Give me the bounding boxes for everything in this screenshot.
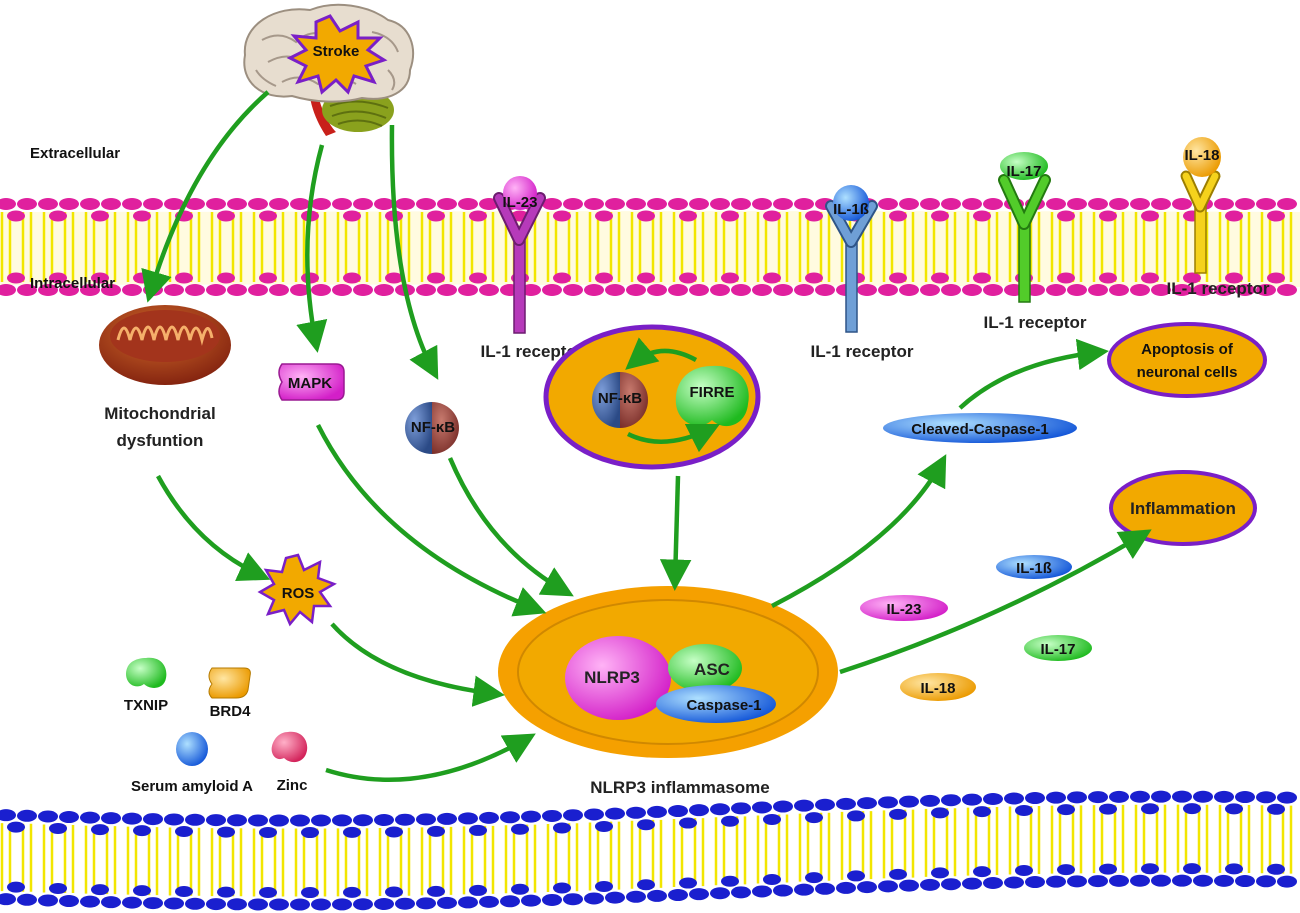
txnip-icon [126, 657, 167, 688]
il23-ligand-label: IL-23 [502, 194, 537, 211]
zinc-label: Zinc [277, 777, 308, 794]
il17-ligand-label: IL-17 [1006, 163, 1041, 180]
inflammasome-label: NLRP3 inflammasome [590, 778, 770, 797]
released-il17-label: IL-17 [1040, 641, 1075, 658]
serum-amyloid-icon [176, 732, 208, 766]
zinc-icon [271, 731, 308, 763]
apoptosis-label-2: neuronal cells [1137, 364, 1238, 381]
il18-ligand-label: IL-18 [1184, 147, 1219, 164]
released-il17-icon [1024, 635, 1092, 661]
stroke-to-nfkb-arrow [389, 124, 439, 380]
stroke-label: Stroke [313, 43, 360, 60]
firre-icon [675, 365, 749, 427]
mapk-label: MAPK [288, 375, 332, 392]
asc-label: ASC [694, 660, 730, 679]
inflammasome-to-inflammation-arrow [839, 529, 1152, 675]
il1b-ligand-icon [833, 185, 869, 221]
il1b-ligand-label: IL-1ß [833, 201, 869, 218]
il18-ligand-icon [1183, 137, 1221, 177]
caspase1-icon [656, 685, 776, 723]
asc-icon [668, 644, 742, 692]
mito-to-ros-arrow [156, 474, 271, 582]
il18-receptor [1180, 170, 1221, 274]
mitochondria-label-1: Mitochondrial [104, 404, 215, 423]
nlrp3-label: NLRP3 [584, 668, 640, 687]
mitochondria-icon [99, 305, 231, 385]
stroke-to-mapk-arrow [296, 144, 328, 353]
inner-nfkb-label: NF-κB [598, 390, 642, 407]
top-membrane [0, 198, 1300, 296]
nfkb-label: NF-κB [411, 419, 455, 436]
cleaved-caspase-icon [883, 413, 1077, 443]
inflammation-label: Inflammation [1130, 499, 1236, 518]
ros-to-inflammasome-arrow [330, 622, 505, 707]
bottom-membrane-heads [0, 790, 1297, 911]
nfkb-icon [405, 402, 459, 454]
inflammation-node [1109, 470, 1257, 546]
il17-ligand-icon [1000, 152, 1048, 180]
il23-receptor [493, 192, 546, 334]
nfkb-to-inflammasome-arrow [447, 457, 574, 597]
released-il23-icon [860, 595, 948, 621]
cleaved-caspase-label: Cleaved-Caspase-1 [911, 421, 1049, 438]
nfkb-to-firre-arrow [626, 423, 721, 453]
nlrp3-icon [565, 636, 671, 720]
firre-to-nfkb-arrow [625, 337, 698, 370]
il17-receptor [998, 174, 1051, 303]
brd4-label: BRD4 [210, 703, 251, 720]
bottom-membrane [0, 790, 1297, 911]
stroke-burst-icon [286, 14, 388, 95]
pathway-arrows [141, 90, 1152, 783]
caspase1-label: Caspase-1 [686, 697, 761, 714]
released-il18-label: IL-18 [920, 680, 955, 697]
stroke-to-mito-arrow [141, 90, 270, 303]
il1b-receptor [825, 200, 878, 333]
inner-nfkb-icon [592, 372, 648, 428]
il1b-receptor-label: IL-1 receptor [811, 342, 914, 361]
top-membrane-heads [0, 198, 1297, 296]
firre-to-inflammasome-arrow [659, 475, 692, 591]
il17-receptor-label: IL-1 receptor [984, 313, 1087, 332]
extracellular-label: Extracellular [30, 145, 120, 162]
il18-receptor-label: IL-1 receptor [1167, 279, 1270, 298]
serum-amyloid-label: Serum amyloid A [131, 778, 253, 795]
ros-label: ROS [282, 585, 315, 602]
released-il1b-label: IL-1ß [1016, 560, 1052, 577]
inflammasome-to-cleaved-caspase-arrow [770, 454, 947, 608]
apoptosis-label-1: Apoptosis of [1141, 341, 1234, 358]
released-il23-label: IL-23 [886, 601, 921, 618]
txnip-label: TXNIP [124, 697, 168, 714]
cleaved-caspase-to-apoptosis-arrow [958, 338, 1109, 410]
mapk-to-inflammasome-arrow [315, 423, 547, 617]
mapk-icon [278, 363, 345, 401]
released-il18-icon [900, 673, 976, 701]
released-il1b-icon [996, 555, 1072, 579]
il23-receptor-label: IL-1 receptor [481, 342, 584, 361]
firre-label: FIRRE [690, 384, 735, 401]
il23-ligand-icon [503, 176, 537, 210]
apoptosis-node [1107, 322, 1267, 398]
mitochondria-label-2: dysfuntion [117, 431, 204, 450]
zinc-to-inflammasome-arrow [325, 733, 536, 783]
brd4-icon [208, 667, 251, 699]
intracellular-label: Intracellular [30, 275, 115, 292]
bottom-membrane-tails [0, 804, 1293, 897]
